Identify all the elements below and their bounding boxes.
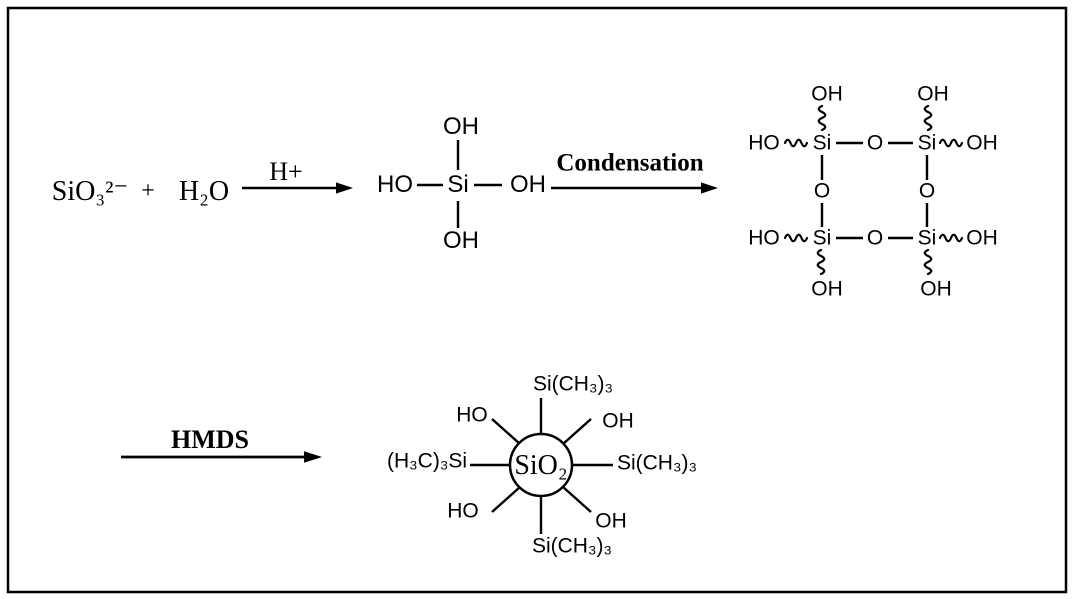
ring-oh-top-right: OH	[916, 82, 950, 106]
silicic-acid-bonds	[417, 140, 502, 228]
ring-wavy-bonds	[783, 104, 964, 276]
frame-border	[6, 6, 1068, 594]
particle-tms-bottom: Si(CH₃)₃	[531, 534, 613, 558]
ring-ho-left-top: HO	[747, 131, 781, 155]
silicic-oh-bottom: OH	[442, 227, 480, 254]
ring-si-bottom-left: Si	[811, 226, 833, 250]
condensation-arrow	[551, 182, 718, 194]
silicic-si-center: Si	[446, 171, 470, 198]
ring-ho-left-bottom: HO	[747, 226, 781, 250]
silicate-formula: SiO₃²⁻	[51, 176, 129, 207]
hmds-arrow	[121, 451, 322, 463]
plus-sign: +	[141, 178, 155, 204]
particle-tms-left: (H₃C)₃Si	[386, 449, 468, 473]
ring-oh-bottom-right: OH	[919, 277, 953, 301]
particle-oh-top-right: OH	[602, 409, 634, 433]
acid-arrow-label: H+	[269, 157, 303, 186]
silicic-oh-top: OH	[442, 113, 480, 140]
ring-bonds	[820, 141, 929, 240]
ring-si-top-right: Si	[916, 131, 938, 155]
particle-core-formula: SiO₂	[514, 450, 568, 481]
particle-ho-top-left: HO	[456, 403, 488, 427]
particle-circle	[508, 432, 574, 498]
condensation-arrow-label: Condensation	[556, 149, 704, 177]
particle-ho-bottom-left: HO	[447, 499, 479, 523]
particle-tms-right: Si(CH₃)₃	[616, 451, 698, 475]
ring-o-top: O	[865, 131, 885, 155]
particle-bonds	[470, 398, 613, 534]
particle-tms-top: Si(CH₃)₃	[532, 372, 614, 396]
ring-si-bottom-right: Si	[916, 226, 938, 250]
ring-oh-right-bottom: OH	[965, 226, 999, 250]
water-formula: H₂O	[178, 176, 230, 207]
ring-o-right: O	[917, 179, 937, 203]
ring-o-left: O	[812, 179, 832, 203]
ring-oh-top-left: OH	[810, 82, 844, 106]
ring-oh-right-top: OH	[965, 131, 999, 155]
hmds-arrow-label: HMDS	[171, 425, 249, 454]
ring-oh-bottom-left: OH	[810, 277, 844, 301]
particle-oh-bottom-right: OH	[595, 509, 627, 533]
ring-si-top-left: Si	[811, 131, 833, 155]
acid-arrow	[242, 182, 353, 194]
silicic-ho-left: HO	[376, 171, 414, 198]
ring-o-bottom: O	[865, 226, 885, 250]
silicic-oh-right: OH	[509, 171, 547, 198]
